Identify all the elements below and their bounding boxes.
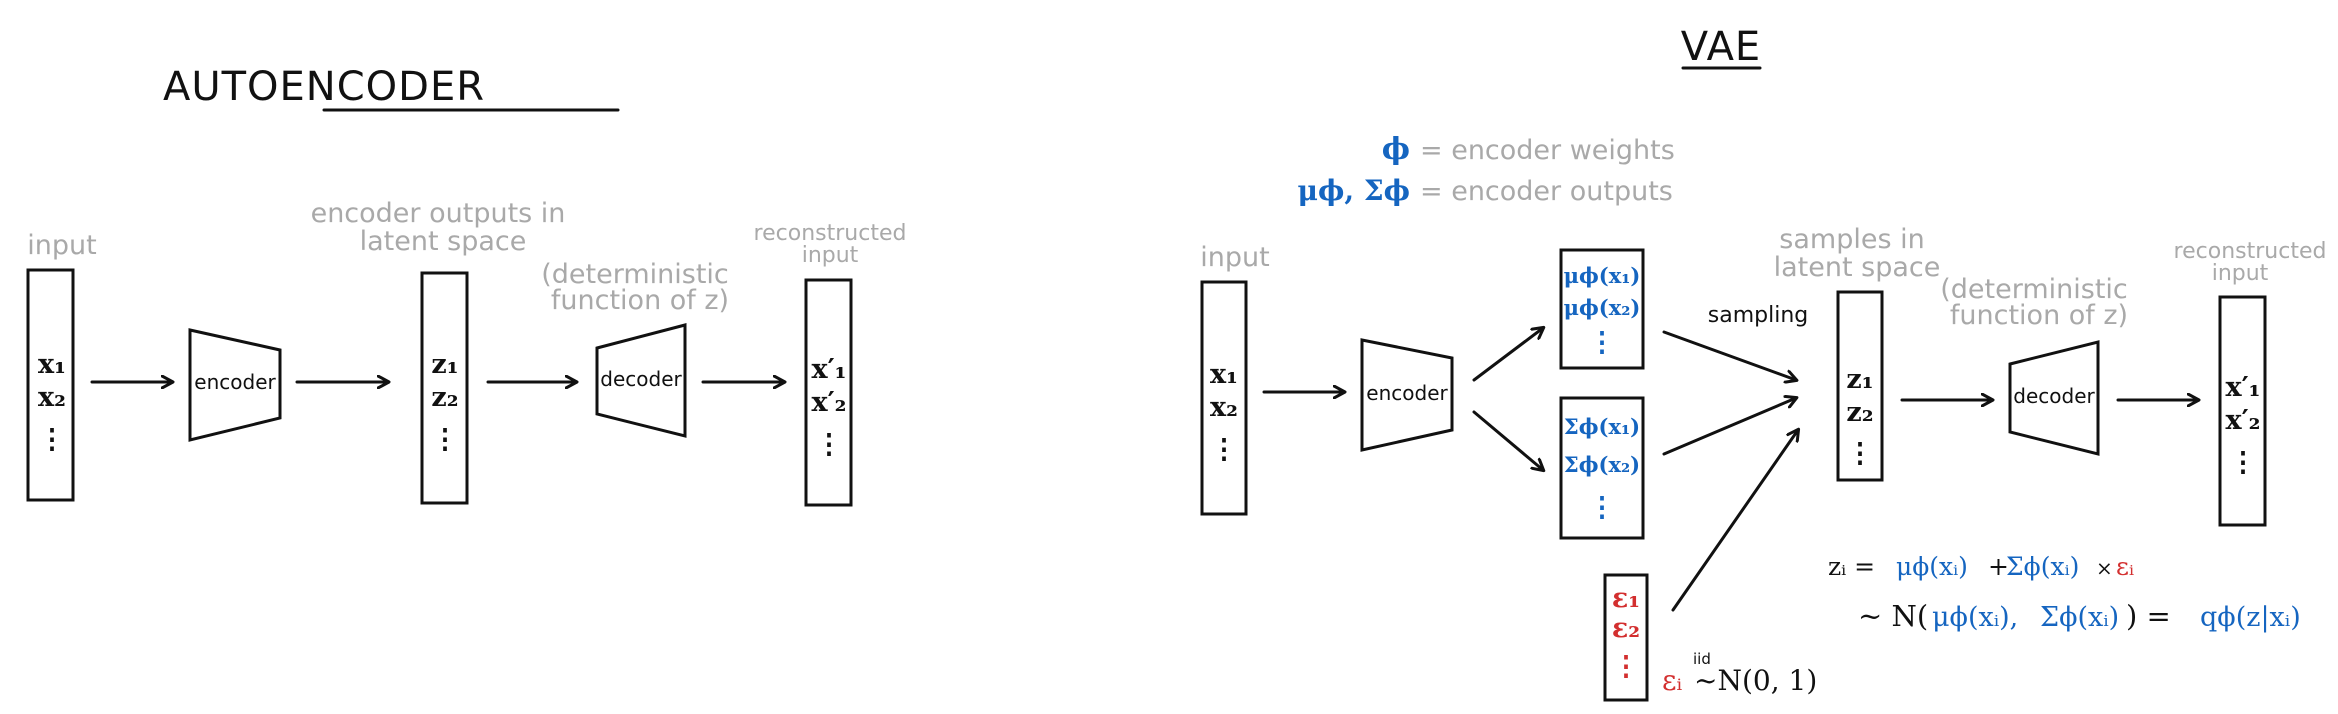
vae-input-label: input: [1200, 242, 1269, 273]
vae-arrow-sigma-latent: [1662, 398, 1796, 456]
vae-eps-dist-symbol: εᵢ: [1662, 664, 1683, 697]
vae-recon-label-2: input: [2212, 261, 2269, 286]
vae-eq1-times: ×: [2096, 556, 2113, 580]
vae-x2: x₂: [1210, 392, 1238, 423]
ae-z-dots: ⋮: [432, 424, 459, 455]
vae-panel: VAE ϕ = encoder weights μϕ, Σϕ = encoder…: [1200, 24, 2327, 702]
vae-eps-dist-iid: iid: [1693, 650, 1711, 668]
ae-latent-label-1: encoder outputs in: [311, 198, 566, 229]
ae-input-vector: [26, 268, 75, 502]
vae-eq1-mu: μϕ(xᵢ): [1896, 552, 1968, 581]
vae-mu2: μϕ(x₂): [1564, 295, 1641, 320]
ae-xp2: x′₂: [811, 387, 846, 418]
vae-sigma1: Σϕ(x₁): [1564, 414, 1640, 439]
vae-xp1: x′₁: [2225, 372, 2260, 403]
ae-z2: z₂: [431, 382, 458, 413]
vae-eq1-eps: εᵢ: [2116, 552, 2134, 581]
ae-encoder-block: [188, 328, 282, 442]
ae-decoder-label: decoder: [600, 367, 682, 391]
ae-input-label: input: [27, 230, 96, 261]
vae-legend-outputs-symbol: μϕ, Σϕ: [1297, 174, 1410, 207]
vae-eq2-sigma: Σϕ(xᵢ): [2040, 602, 2119, 633]
vae-x-dots: ⋮: [1211, 434, 1238, 465]
vae-arrow-encoder-mu: [1472, 328, 1543, 382]
ae-latent-label-2: latent space: [360, 226, 527, 257]
vae-eps-dist-text: ~N(0, 1): [1694, 664, 1817, 697]
vae-equation-distribution: ~ N( μϕ(xᵢ), Σϕ(xᵢ) ) = qϕ(z|xᵢ): [1858, 599, 2301, 633]
ae-x2: x₂: [38, 382, 66, 413]
vae-epsilon-vector: [1603, 573, 1649, 702]
vae-decoder-label: decoder: [2013, 384, 2095, 408]
ae-encoder-label: encoder: [194, 370, 276, 394]
autoencoder-panel: AUTOENCODER input x₁ x₂ ⋮ encoder encode…: [26, 64, 907, 507]
ae-x1: x₁: [38, 349, 66, 380]
vae-eq1-plus: +: [1988, 552, 2009, 581]
ae-decoder-note-2: function of z): [551, 285, 729, 316]
vae-legend-phi-symbol: ϕ: [1382, 132, 1410, 167]
vae-eps1: ε₁: [1612, 583, 1640, 614]
vae-title: VAE: [1681, 24, 1761, 70]
vae-latent-vector: [1836, 290, 1884, 482]
vae-eq2-open: ~ N(: [1858, 599, 1928, 633]
vae-arrow-epsilon-latent: [1671, 430, 1798, 612]
vae-arrow-mu-latent: [1662, 330, 1796, 380]
vae-encoder-block: [1360, 338, 1454, 452]
vae-legend-phi-text: = encoder weights: [1420, 135, 1675, 166]
vae-eq1-z: zᵢ =: [1828, 552, 1875, 581]
vae-eq2-mu: μϕ(xᵢ),: [1932, 602, 2018, 633]
ae-recon-label-1: reconstructed: [754, 221, 907, 246]
vae-mu1: μϕ(x₁): [1564, 263, 1641, 288]
vae-x1: x₁: [1210, 359, 1238, 390]
vae-recon-label-1: reconstructed: [2174, 239, 2327, 264]
vae-eq2-q: qϕ(z|xᵢ): [2200, 602, 2301, 633]
vae-encoder-label: encoder: [1366, 381, 1448, 405]
vae-xp-dots: ⋮: [2230, 447, 2257, 478]
vae-input-vector: [1200, 280, 1248, 516]
vae-decoder-block: [2008, 340, 2100, 456]
ae-latent-vector: [420, 271, 469, 505]
vae-z2: z₂: [1846, 397, 1873, 428]
vae-eq1-sigma: Σϕ(xᵢ): [2006, 552, 2079, 581]
ae-xp-dots: ⋮: [816, 429, 843, 460]
vae-legend-outputs-text: = encoder outputs: [1420, 176, 1673, 207]
vae-output-vector: [2218, 295, 2267, 527]
vae-epsilon-distribution: εᵢ iid ~N(0, 1): [1662, 650, 1817, 697]
vae-eps2: ε₂: [1612, 613, 1640, 644]
vae-sigma-vector: [1559, 396, 1645, 540]
vae-latent-label-1: samples in: [1779, 224, 1924, 255]
vae-eps-dots: ⋮: [1613, 651, 1640, 682]
ae-recon-label-2: input: [802, 243, 859, 268]
vae-decoder-note-2: function of z): [1950, 300, 2128, 331]
vae-z-dots: ⋮: [1847, 438, 1874, 469]
vae-sampling-label: sampling: [1708, 303, 1808, 328]
vae-arrow-encoder-sigma: [1472, 410, 1543, 470]
ae-decoder-note-1: (deterministic: [541, 259, 729, 290]
vae-eq2-close: ) =: [2126, 599, 2171, 633]
ae-output-vector: [804, 278, 853, 507]
autoencoder-title: AUTOENCODER: [163, 64, 485, 110]
ae-z1: z₁: [431, 349, 458, 380]
ae-decoder-block: [595, 323, 687, 438]
vae-mu-vector: [1559, 248, 1645, 370]
ae-xp1: x′₁: [811, 354, 846, 385]
vae-sigma-dots: ⋮: [1589, 492, 1616, 523]
ae-x-dots: ⋮: [39, 424, 66, 455]
vae-xp2: x′₂: [2225, 405, 2260, 436]
vae-latent-label-2: latent space: [1774, 252, 1941, 283]
vae-sigma2: Σϕ(x₂): [1564, 452, 1640, 477]
vae-decoder-note-1: (deterministic: [1940, 274, 2128, 305]
vae-z1: z₁: [1846, 364, 1873, 395]
vae-mu-dots: ⋮: [1589, 327, 1616, 358]
vae-equation-sample: zᵢ = μϕ(xᵢ) + Σϕ(xᵢ) × εᵢ: [1828, 552, 2134, 581]
